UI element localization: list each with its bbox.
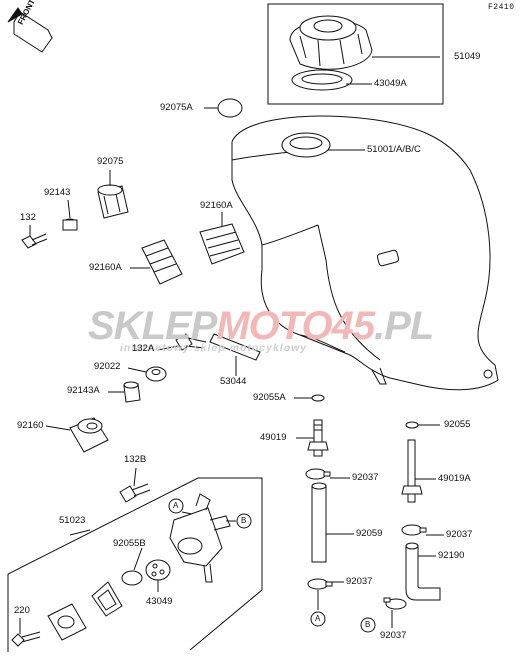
screw-icon xyxy=(11,631,41,647)
ref-letter: A xyxy=(173,501,179,510)
hose-clamp-icon xyxy=(307,578,333,590)
hose-clamp-icon xyxy=(383,597,407,610)
ref-circle-b xyxy=(360,617,376,633)
hose-clamp-icon xyxy=(401,524,427,536)
rubber-strip-icon xyxy=(209,333,261,361)
damper-icon xyxy=(69,417,109,453)
fuel-tank-icon xyxy=(231,115,499,391)
part-label: 92075A xyxy=(160,102,193,113)
part-label: 51049 xyxy=(454,51,481,62)
part-label: 92055A xyxy=(253,392,286,403)
part-label: 49019A xyxy=(438,473,471,484)
damper-icon xyxy=(97,184,129,219)
part-label: 49019 xyxy=(260,432,287,443)
part-label: 51001/A/B/C xyxy=(367,144,421,155)
collar-icon xyxy=(62,218,78,231)
part-label: 92037 xyxy=(346,576,373,587)
part-label: 92190 xyxy=(438,550,465,561)
retainer-plate-icon xyxy=(47,603,87,641)
fuel-cock-icon xyxy=(169,493,231,583)
hose-clamp-icon xyxy=(305,468,331,480)
part-label: 92160A xyxy=(200,200,233,211)
fuel-hose-icon xyxy=(311,485,327,563)
part-label: 43049A xyxy=(374,78,407,89)
part-label: 92022 xyxy=(94,361,121,372)
ref-circle-a xyxy=(310,611,326,627)
watermark-subtitle: internetowy sklep motocyklowy xyxy=(120,342,308,354)
part-label: 92160A xyxy=(89,262,122,273)
plug-icon xyxy=(217,98,243,118)
fitting-icon xyxy=(401,439,423,503)
rubber-block-icon xyxy=(141,239,183,285)
fuel-cock-box xyxy=(7,477,263,652)
part-label: 92037 xyxy=(446,529,473,540)
part-label: 92037 xyxy=(352,472,379,483)
o-ring-icon xyxy=(311,394,325,402)
collar-icon xyxy=(123,381,141,403)
part-label: 220 xyxy=(14,605,30,616)
part-label: 92055B xyxy=(113,538,146,549)
part-label: 92055 xyxy=(444,419,471,430)
part-label: 92143A xyxy=(67,385,100,396)
o-ring-icon xyxy=(405,421,419,429)
cap-inset-box xyxy=(267,3,444,105)
part-label: 51023 xyxy=(59,515,86,526)
rubber-block-icon xyxy=(199,223,245,265)
part-label: 92059 xyxy=(356,528,383,539)
part-label: 132A xyxy=(132,343,155,354)
cap-gasket-icon xyxy=(291,69,353,91)
bolt-icon xyxy=(175,333,207,351)
part-label: 43049 xyxy=(146,596,173,607)
ref-circle-b xyxy=(236,513,252,529)
part-label: 132 xyxy=(20,212,36,223)
fitting-icon xyxy=(307,419,329,457)
part-label: 92160 xyxy=(17,420,44,431)
ref-letter: A xyxy=(315,614,321,623)
part-label: 92075 xyxy=(97,156,124,167)
diagram-code: F2410 xyxy=(488,3,515,12)
part-label: 132B xyxy=(124,454,147,465)
o-ring-icon xyxy=(121,570,143,586)
fuel-cap-icon xyxy=(289,15,373,70)
bolt-icon xyxy=(119,483,151,503)
ref-letter: B xyxy=(241,516,247,525)
valve-lever-icon xyxy=(91,581,123,617)
ref-letter: B xyxy=(365,620,371,629)
part-label: 92143 xyxy=(44,187,71,198)
bolt-icon xyxy=(21,233,48,249)
front-arrow-icon xyxy=(7,7,53,53)
ref-circle-a xyxy=(168,498,184,514)
part-label: 92037 xyxy=(380,630,407,641)
bent-hose-icon xyxy=(405,545,441,601)
valve-gasket-icon xyxy=(145,559,171,581)
part-label: 53044 xyxy=(220,376,247,387)
watermark-logo: SKLEPMOTO45.PL xyxy=(88,304,434,348)
